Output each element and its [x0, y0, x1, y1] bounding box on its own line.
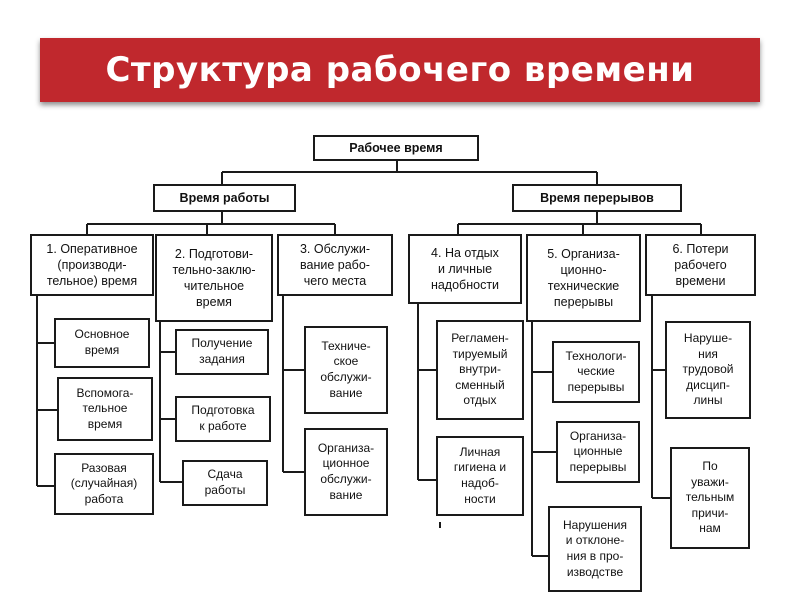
leaf-hand-over-work: Сдача работы [182, 460, 268, 506]
leaf-organizational-breaks: Организа- ционные перерывы [556, 421, 640, 483]
leaf-personal-hygiene: Личная гигиена и надоб- ности [436, 436, 524, 516]
leaf-main-time: Основное время [54, 318, 150, 368]
category-losses: 6. Потери рабочего времени [645, 234, 756, 296]
leaf-regulated-rest: Регламен- тируемый внутри- сменный отдых [436, 320, 524, 420]
work-time-node: Время работы [153, 184, 296, 212]
leaf-discipline-violations: Наруше- ния трудовой дисцип- лины [665, 321, 751, 419]
leaf-technological-breaks: Технологи- ческие перерывы [552, 341, 640, 403]
title-banner: Структура рабочего времени [40, 38, 760, 102]
leaf-production-violations: Нарушения и отклоне- ния в про- изводств… [548, 506, 642, 592]
leaf-occasional-work: Разовая (случайная) работа [54, 453, 154, 515]
leaf-receive-task: Получение задания [175, 329, 269, 375]
break-time-node: Время перерывов [512, 184, 682, 212]
page-title: Структура рабочего времени [105, 50, 695, 90]
leaf-auxiliary-time: Вспомога- тельное время [57, 377, 153, 441]
category-workplace-service: 3. Обслужи- вание рабо- чего места [277, 234, 393, 296]
leaf-technical-service: Техниче- ское обслужи- вание [304, 326, 388, 414]
root-node: Рабочее время [313, 135, 479, 161]
category-org-tech-breaks: 5. Организа- ционно- технические перерыв… [526, 234, 641, 322]
leaf-organizational-service: Организа- ционное обслужи- вание [304, 428, 388, 516]
leaf-prepare-work: Подготовка к работе [175, 396, 271, 442]
category-operative: 1. Оперативное (производи- тельное) врем… [30, 234, 154, 296]
leaf-valid-reasons: По уважи- тельным причи- нам [670, 447, 750, 549]
category-rest: 4. На отдых и личные надобности [408, 234, 522, 304]
category-preparatory: 2. Подготови- тельно-заклю- чительное вр… [155, 234, 273, 322]
